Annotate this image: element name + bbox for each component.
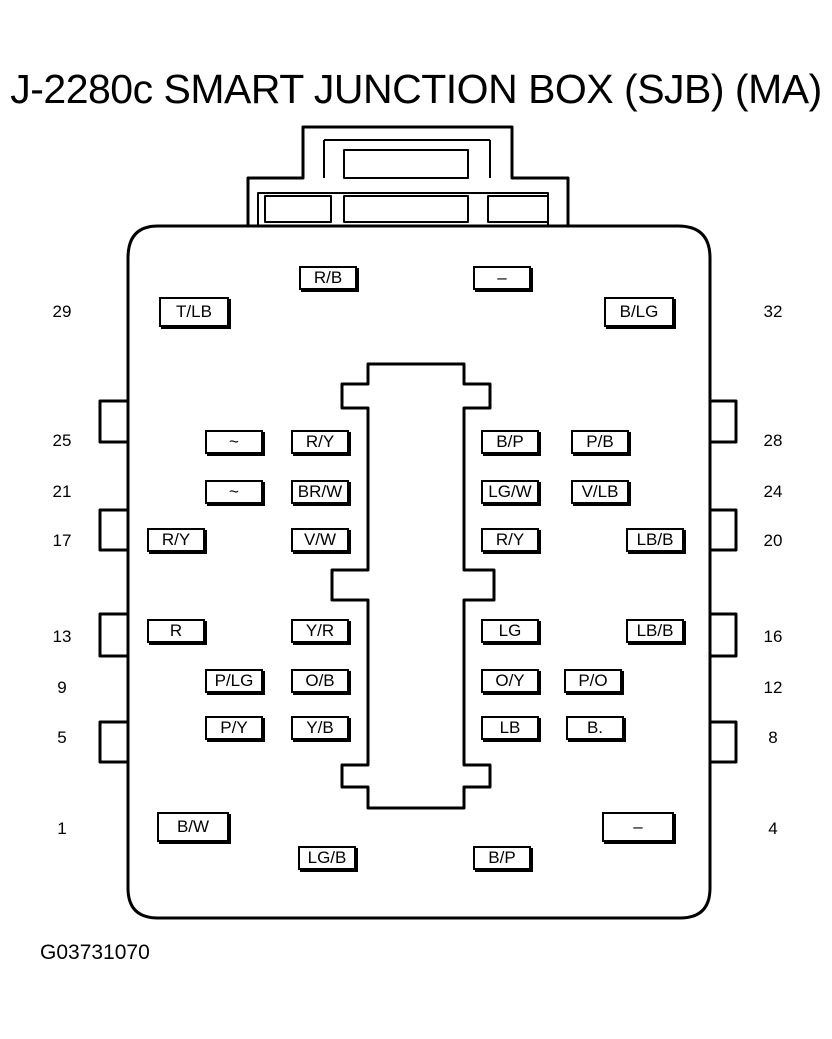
wire-label: P/Y [205,716,263,740]
wire-label: LB/B [626,528,684,552]
wire-label: R/Y [147,528,205,552]
pin-number-21: 21 [52,482,72,501]
connector-latch [246,125,570,226]
pin-number-1: 1 [57,819,67,838]
wire-label: V/W [291,528,349,552]
diagram-title: J-2280c SMART JUNCTION BOX (SJB) (MA) [10,66,822,112]
right-tab [710,399,738,444]
wire-label: R [147,619,205,643]
wire-label: LB/B [626,619,684,643]
wire-label: O/Y [481,669,539,693]
wire-label: BR/W [291,480,349,504]
right-tab [710,508,738,552]
wire-label: R/Y [291,430,349,454]
wire-label: Y/R [291,619,349,643]
wire-label: Y/B [291,716,349,740]
wire-label: B/P [473,846,531,870]
wire-label: LB [481,716,539,740]
wire-label: – [602,812,674,842]
left-tab [98,720,128,764]
pin-number-24: 24 [763,482,783,501]
wire-label: P/O [564,669,622,693]
wire-label: V/LB [571,480,629,504]
pin-number-32: 32 [763,302,783,321]
wire-label: P/B [571,430,629,454]
center-keyway [330,362,496,810]
wire-label: B/W [157,812,229,842]
pin-number-13: 13 [52,627,72,646]
pin-number-28: 28 [763,431,783,450]
pin-number-17: 17 [52,531,72,550]
wire-label: LG/B [298,846,356,870]
left-tab [98,508,128,552]
wire-label: B. [566,716,624,740]
connector-body [126,224,712,920]
wire-label: LG [481,619,539,643]
right-tab [710,612,738,658]
pin-number-9: 9 [57,678,67,697]
wire-label: O/B [291,669,349,693]
wire-label: R/B [299,266,357,290]
wire-label: ~ [205,430,263,454]
pin-number-29: 29 [52,302,72,321]
pin-number-12: 12 [763,678,783,697]
wire-label: B/LG [604,297,674,327]
pin-number-20: 20 [763,531,783,550]
wire-label: R/Y [481,528,539,552]
pin-number-5: 5 [57,728,67,747]
figure-id: G03731070 [40,941,150,964]
left-tab [98,612,128,658]
right-tab [710,720,738,764]
pin-number-4: 4 [768,819,778,838]
wire-label: B/P [481,430,539,454]
wire-label: ~ [205,480,263,504]
pin-number-25: 25 [52,431,72,450]
left-tab [98,399,128,444]
wire-label: – [473,266,531,290]
wire-label: P/LG [205,669,263,693]
pin-number-16: 16 [763,627,783,646]
wire-label: LG/W [481,480,539,504]
wire-label: T/LB [159,297,229,327]
pin-number-8: 8 [768,728,778,747]
